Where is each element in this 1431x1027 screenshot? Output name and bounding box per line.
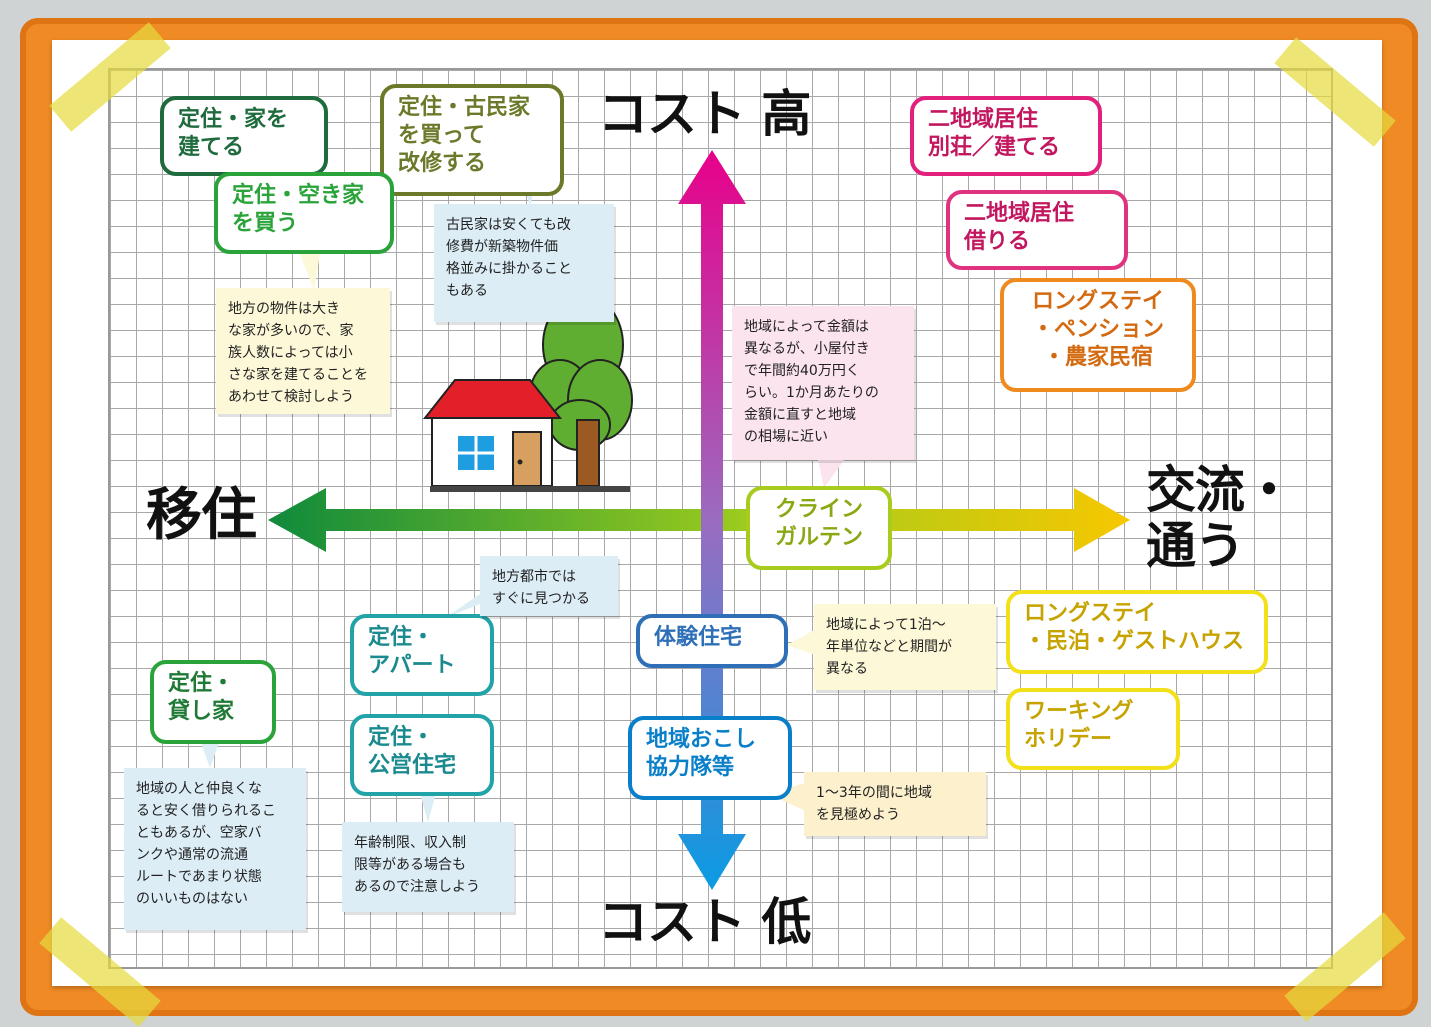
box-teiju-kominka: 定住・古民家 を買って 改修する: [380, 84, 564, 196]
note-kouei: 年齢制限、収入制 限等がある場合も あるので注意しよう: [342, 822, 514, 912]
box-teiju-kashiya: 定住・ 貸し家: [150, 660, 276, 744]
box-teiju-akiya: 定住・空き家 を買う: [214, 172, 394, 254]
note-kominka: 古民家は安くても改 修費が新築物件価 格並みに掛かること もある: [434, 204, 614, 322]
axis-label-cost-low: コスト 低: [598, 893, 811, 951]
box-kleingarten: クライン ガルテン: [746, 486, 892, 570]
box-teiju-ie-tateru: 定住・家を 建てる: [160, 96, 328, 176]
box-longstay-minpaku: ロングステイ ・民泊・ゲストハウス: [1006, 590, 1268, 674]
vertical-arrow: [678, 150, 746, 890]
note-chihou-bukken: 地方の物件は大き な家が多いので、家 族人数によっては小 さな家を建てることを …: [216, 288, 390, 414]
box-nichiiki-kariru: 二地域居住 借りる: [946, 190, 1128, 270]
note-chihou-toshi: 地方都市では すぐに見つかる: [480, 556, 618, 616]
box-chiiki-okoshi: 地域おこし 協力隊等: [628, 716, 792, 800]
box-teiju-kouei: 定住・ 公営住宅: [350, 714, 494, 796]
axis-label-cost-high: コスト 高: [598, 85, 811, 143]
axis-label-migration: 移住: [146, 483, 257, 548]
note-okoshi: 1〜3年の間に地域 を見極めよう: [804, 772, 986, 836]
note-taiken: 地域によって1泊〜 年単位などと期間が 異なる: [814, 604, 996, 690]
box-longstay-pension: ロングステイ ・ペンション ・農家民宿: [1000, 278, 1196, 392]
box-teiju-apart: 定住・ アパート: [350, 614, 494, 696]
note-kashiya: 地域の人と仲良くな ると安く借りられるこ ともあるが、空家バ ンクや通常の流通 …: [124, 768, 306, 930]
house-illustration: [422, 294, 633, 492]
box-taiken-jutaku: 体験住宅: [636, 614, 788, 668]
horizontal-arrow: [268, 488, 1130, 552]
note-kleingarten: 地域によって金額は 異なるが、小屋付き で年間約40万円く らい。1か月あたりの…: [732, 306, 914, 460]
box-nichiiki-bessou: 二地域居住 別荘／建てる: [910, 96, 1102, 176]
axis-label-exchange: 交流・ 通う: [1146, 461, 1294, 575]
box-working-holiday: ワーキング ホリデー: [1006, 688, 1180, 770]
